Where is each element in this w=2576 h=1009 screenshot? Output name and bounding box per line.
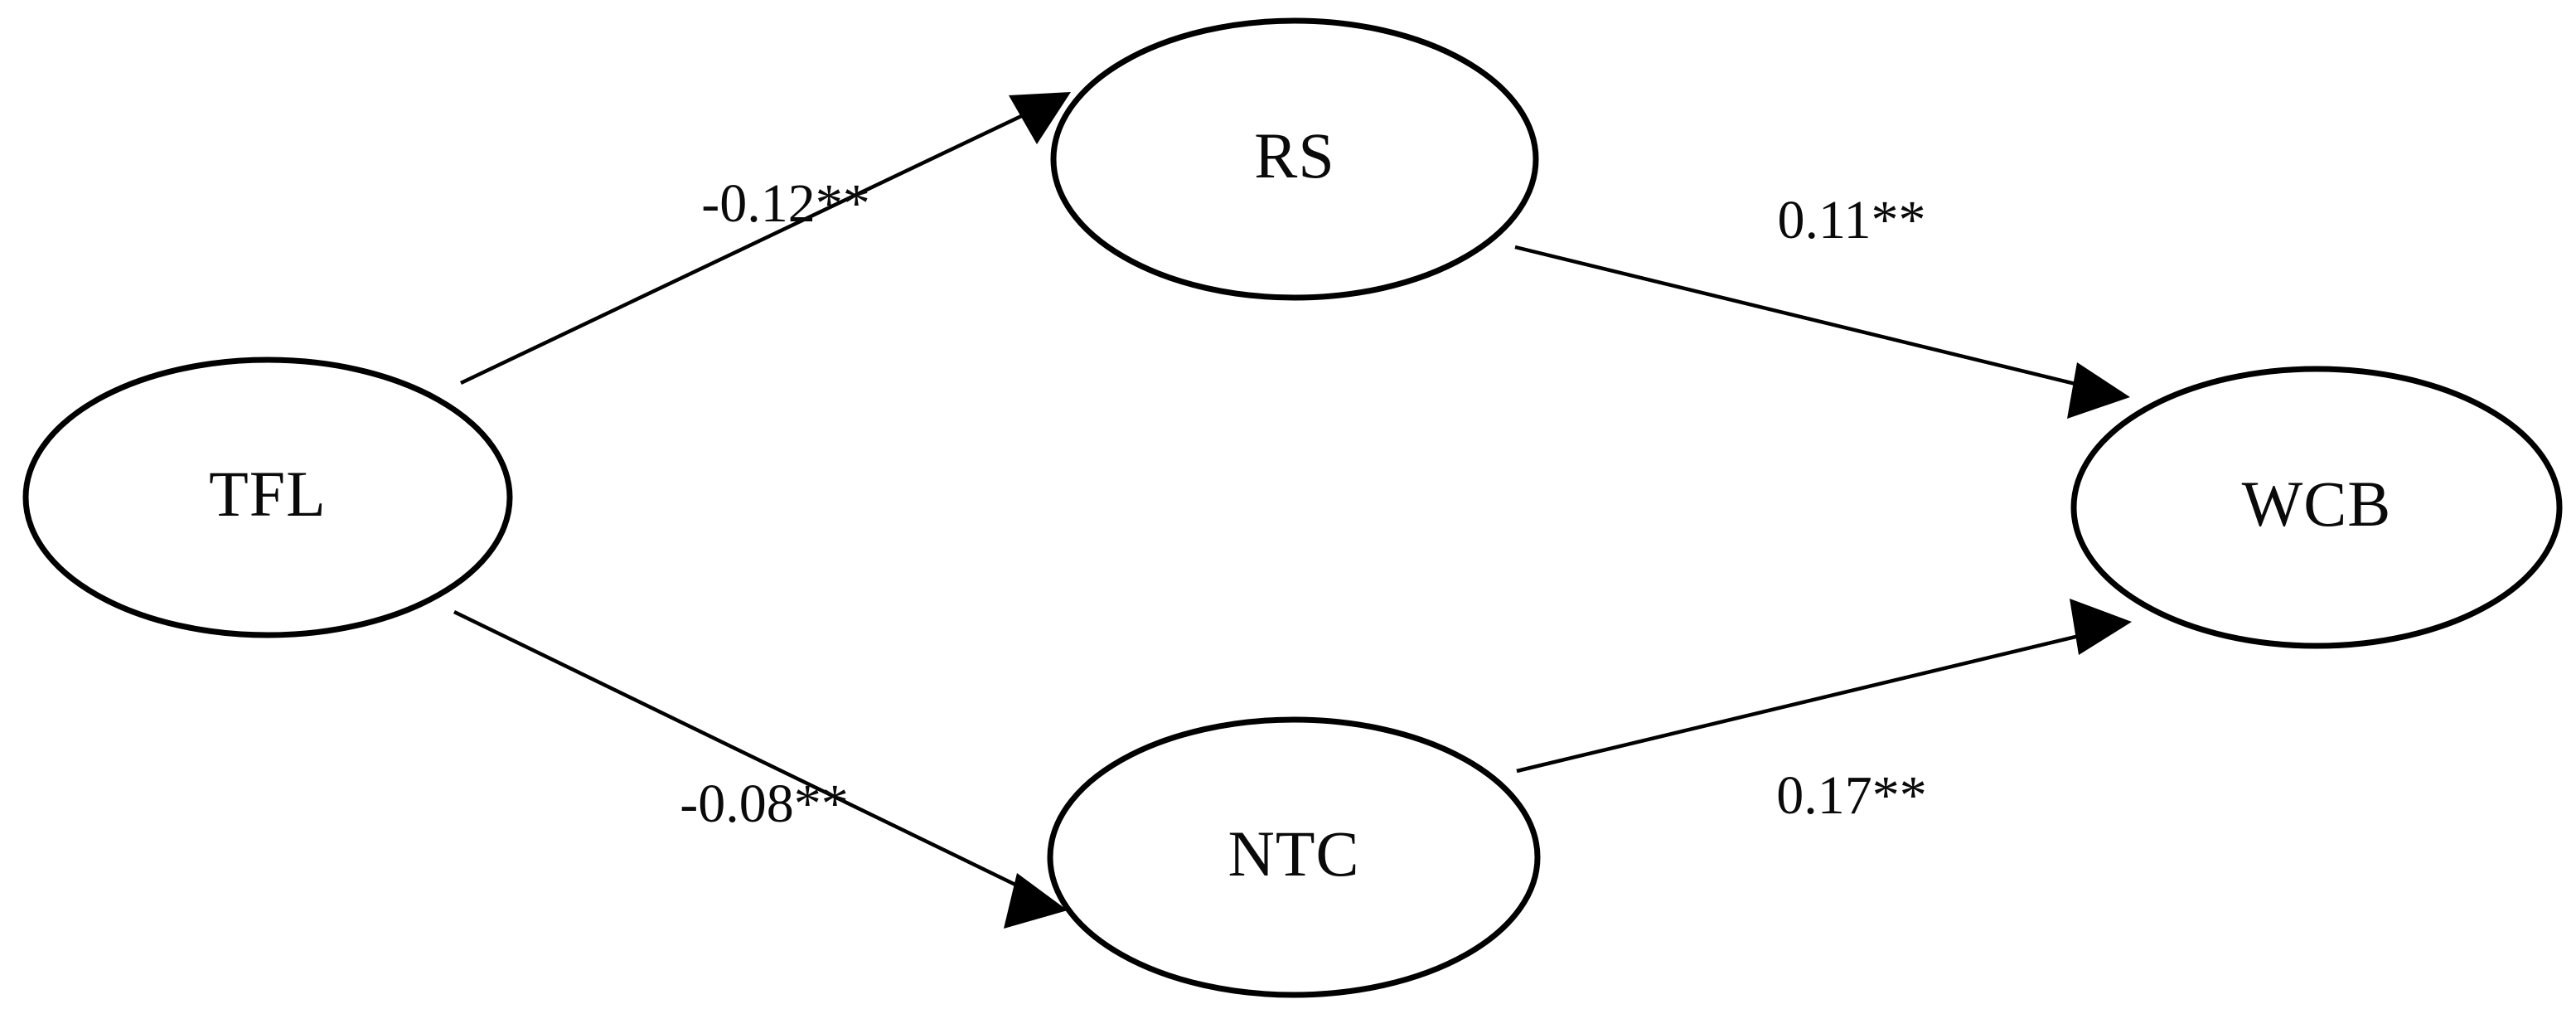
node-wcb[interactable]: WCB bbox=[2070, 366, 2563, 649]
arrowhead-rs-wcb bbox=[2067, 362, 2130, 419]
edge-label-tfl-rs: -0.12** bbox=[701, 173, 869, 234]
arrowhead-tfl-ntc bbox=[1004, 873, 1068, 929]
node-label-rs: RS bbox=[1254, 119, 1334, 192]
node-ellipse-wcb bbox=[2070, 366, 2563, 649]
edge-line-tfl-rs bbox=[460, 99, 1052, 386]
edge-ntc-to-wcb[interactable]: 0.17** bbox=[1516, 599, 2132, 826]
node-ellipse-ntc bbox=[1047, 716, 1541, 998]
node-label-tfl: TFL bbox=[209, 458, 327, 530]
node-tfl[interactable]: TFL bbox=[22, 357, 513, 638]
node-label-ntc: NTC bbox=[1228, 817, 1360, 890]
node-label-wcb: WCB bbox=[2242, 468, 2392, 540]
node-ellipse-rs bbox=[1050, 17, 1539, 301]
edge-rs-to-wcb[interactable]: 0.11** bbox=[1514, 190, 2130, 419]
node-ntc[interactable]: NTC bbox=[1047, 716, 1541, 998]
arrowhead-tfl-rs bbox=[1009, 92, 1071, 144]
edge-line-ntc-wcb bbox=[1516, 626, 2111, 774]
edge-line-tfl-ntc bbox=[453, 609, 1047, 902]
node-rs[interactable]: RS bbox=[1050, 17, 1539, 301]
node-ellipse-tfl bbox=[22, 357, 513, 638]
edge-tfl-to-ntc[interactable]: -0.08** bbox=[453, 609, 1068, 929]
edge-tfl-to-rs[interactable]: -0.12** bbox=[460, 92, 1071, 386]
edge-label-rs-wcb: 0.11** bbox=[1777, 190, 1925, 250]
edge-label-tfl-ntc: -0.08** bbox=[680, 774, 848, 834]
arrowhead-ntc-wcb bbox=[2070, 599, 2132, 655]
edge-line-rs-wcb bbox=[1514, 245, 2110, 395]
edge-label-ntc-wcb: 0.17** bbox=[1776, 765, 1927, 826]
